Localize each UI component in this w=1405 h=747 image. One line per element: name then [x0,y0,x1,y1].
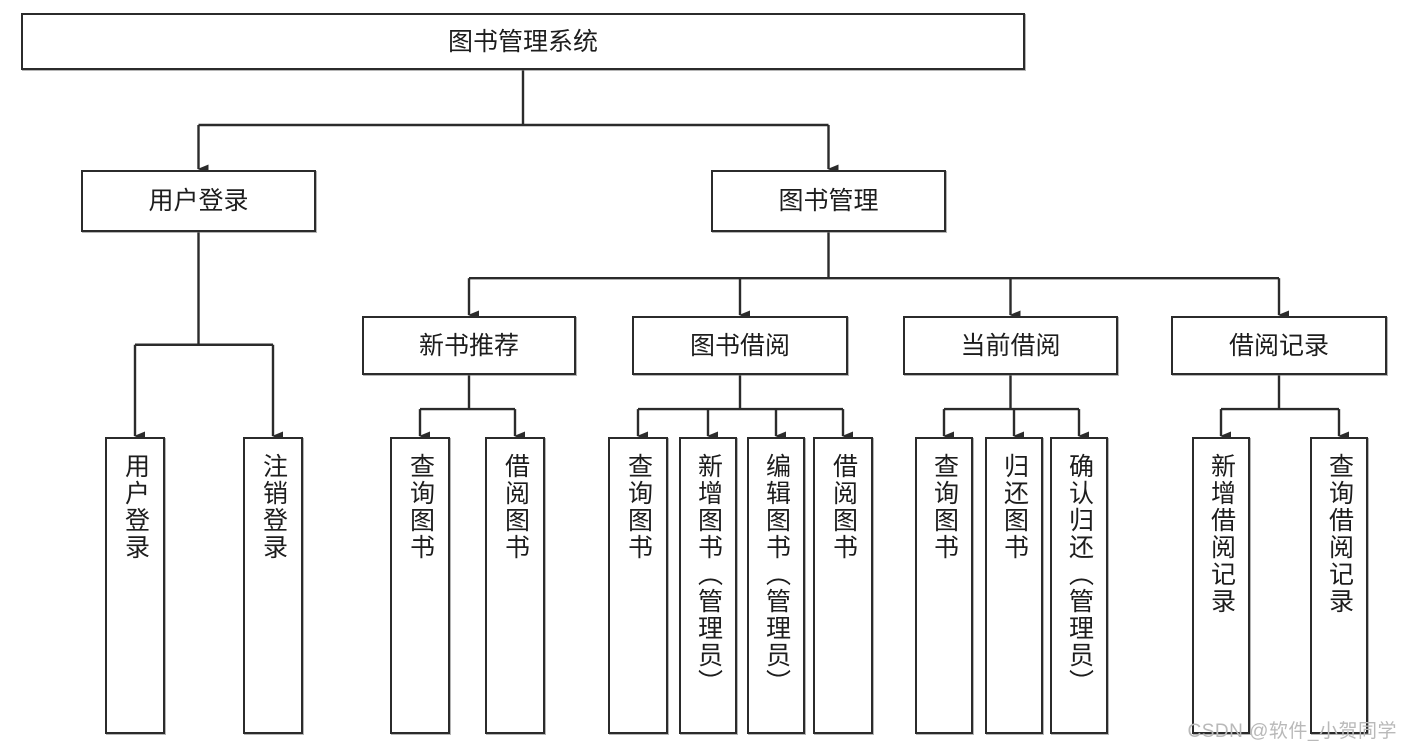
connector-bus [1221,375,1339,411]
connector-bus [944,375,1079,411]
node-label: 查询借阅记录 [1325,453,1354,615]
node-label: 查询图书 [930,453,959,561]
node-label: 借阅图书 [829,453,858,561]
node-label: 新书推荐 [418,331,519,360]
node-label: 图书管理系统 [447,27,598,56]
leaf-user-logout[interactable]: 注销登录 [243,437,303,734]
node-book-borrowing[interactable]: 图书借阅 [632,316,848,375]
node-label: 注销登录 [259,453,288,561]
node-root-system[interactable]: 图书管理系统 [21,13,1025,70]
leaf-borrow-edit-book-admin[interactable]: 编辑图书（管理员） [747,437,805,734]
leaf-new-query-book[interactable]: 查询图书 [390,437,450,734]
node-label: 图书借阅 [689,331,790,360]
connector-bus [420,375,515,411]
leaf-current-confirm-return-admin[interactable]: 确认归还（管理员） [1050,437,1108,734]
leaf-current-query-book[interactable]: 查询图书 [915,437,973,734]
node-label: 确认归还（管理员） [1065,453,1094,696]
leaf-record-query-borrow-record[interactable]: 查询借阅记录 [1310,437,1368,734]
node-label: 归还图书 [1000,453,1029,561]
leaf-current-return-book[interactable]: 归还图书 [985,437,1043,734]
leaf-borrow-add-book-admin[interactable]: 新增图书（管理员） [679,437,737,734]
leaf-borrow-query-book[interactable]: 查询图书 [608,437,668,734]
connector-bus [198,70,829,127]
node-new-book-recommendation[interactable]: 新书推荐 [362,316,576,375]
connector-bus [135,232,273,346]
node-label: 当前借阅 [960,331,1061,360]
connector-bus [469,232,1279,280]
leaf-user-login[interactable]: 用户登录 [105,437,165,734]
node-label: 借阅图书 [501,453,530,561]
node-book-management-module[interactable]: 图书管理 [711,170,946,232]
node-current-borrowing[interactable]: 当前借阅 [903,316,1118,375]
node-borrowing-records[interactable]: 借阅记录 [1171,316,1387,375]
leaf-borrow-borrow-book[interactable]: 借阅图书 [813,437,873,734]
node-label: 查询图书 [406,453,435,561]
leaf-record-add-borrow-record[interactable]: 新增借阅记录 [1192,437,1250,734]
watermark-text: CSDN @软件_小贺同学 [1187,721,1397,742]
node-label: 新增图书（管理员） [694,453,723,696]
connector-bus [638,375,843,411]
node-label: 用户登录 [148,187,249,215]
leaf-new-borrow-book[interactable]: 借阅图书 [485,437,545,734]
node-label: 查询图书 [624,453,653,561]
node-label: 用户登录 [121,453,150,561]
node-user-login-module[interactable]: 用户登录 [81,170,316,232]
node-label: 编辑图书（管理员） [762,453,791,696]
node-label: 图书管理 [778,187,879,215]
node-label: 借阅记录 [1228,331,1329,360]
node-label: 新增借阅记录 [1207,453,1236,615]
